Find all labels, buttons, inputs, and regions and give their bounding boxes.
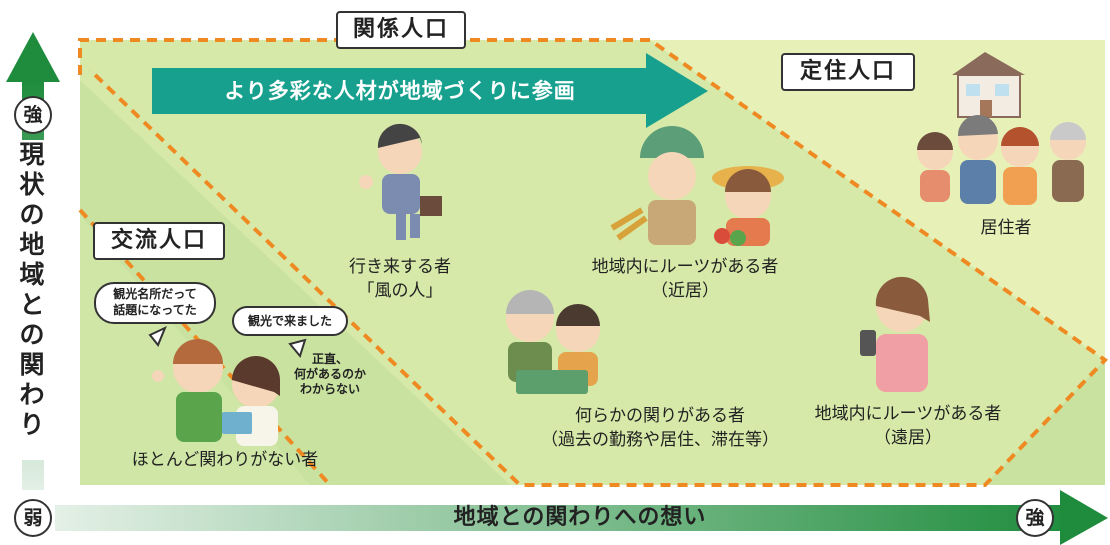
caption-roots-far-line1: 地域内にルーツがある者 — [814, 404, 1002, 424]
caption-no-relation: ほとんど関わりがない者 — [131, 450, 319, 470]
vertical-axis-label: 現状の地域との関わり — [14, 140, 50, 460]
inner-thought: 正直、 何があるのか わからない — [290, 352, 370, 397]
elderly-couple-illustration — [506, 290, 600, 394]
relation-boundary — [78, 38, 1109, 487]
caption-roots-near-line1: 地域内にルーツがある者 — [591, 257, 779, 277]
thought-line1: 正直、 — [311, 352, 348, 366]
horizontal-strong-marker: 強 — [1016, 499, 1054, 537]
woman-with-phone-illustration — [860, 276, 930, 392]
caption-nanraka: 何らかの関りがある者 （過去の勤務や居住、滞在等） — [530, 404, 790, 452]
bubble2-tail — [288, 338, 307, 359]
thought-line2: 何があるのか — [293, 367, 366, 381]
caption-yukiki: 行き来する者 「風の人」 — [330, 255, 470, 303]
caption-roots-near-line2: （近居） — [651, 281, 719, 301]
tourists-illustration — [152, 339, 280, 446]
caption-roots-far-line2: （遠居） — [874, 428, 942, 448]
region-label-teijuu: 定住人口 — [781, 53, 915, 91]
banner-text: より多彩な人材が地域づくりに参画 — [224, 79, 576, 103]
banner-arrow-body — [152, 68, 648, 114]
banner-arrow-head — [646, 53, 708, 128]
speech-bubble-2: 観光で来ました — [232, 306, 348, 336]
caption-yukiki-line2: 「風の人」 — [357, 281, 443, 301]
farmers-illustration — [610, 126, 784, 246]
horizontal-axis-label: 地域との関わりへの想い — [453, 505, 707, 530]
caption-roots-far: 地域内にルーツがある者 （遠居） — [808, 402, 1008, 450]
bubble1-tail — [148, 326, 167, 347]
exchange-boundary — [78, 208, 332, 487]
family-illustration — [917, 114, 1086, 205]
bubble1-line2: 話題になってた — [113, 303, 197, 317]
region-label-kouryu: 交流人口 — [93, 222, 225, 260]
vertical-weak-marker: 弱 — [14, 499, 52, 537]
region-label-kankei: 関係人口 — [336, 11, 466, 49]
vertical-strong-marker: 強 — [14, 96, 52, 134]
caption-residents: 居住者 — [980, 218, 1032, 238]
caption-nanraka-line2: （過去の勤務や居住、滞在等） — [541, 430, 779, 450]
bubble1-line1: 観光名所だって — [113, 287, 197, 301]
horizontal-axis-arrowhead — [1060, 490, 1108, 545]
house-illustration — [952, 52, 1025, 118]
businessman-illustration — [359, 123, 442, 240]
vertical-axis-arrowhead — [6, 32, 60, 82]
speech-bubble-1: 観光名所だって 話題になってた — [94, 282, 216, 324]
caption-yukiki-line1: 行き来する者 — [349, 257, 451, 277]
caption-roots-near: 地域内にルーツがある者 （近居） — [585, 255, 785, 303]
thought-line3: わからない — [299, 382, 360, 396]
caption-nanraka-line1: 何らかの関りがある者 — [575, 406, 745, 426]
horizontal-axis-bar — [55, 505, 1075, 531]
